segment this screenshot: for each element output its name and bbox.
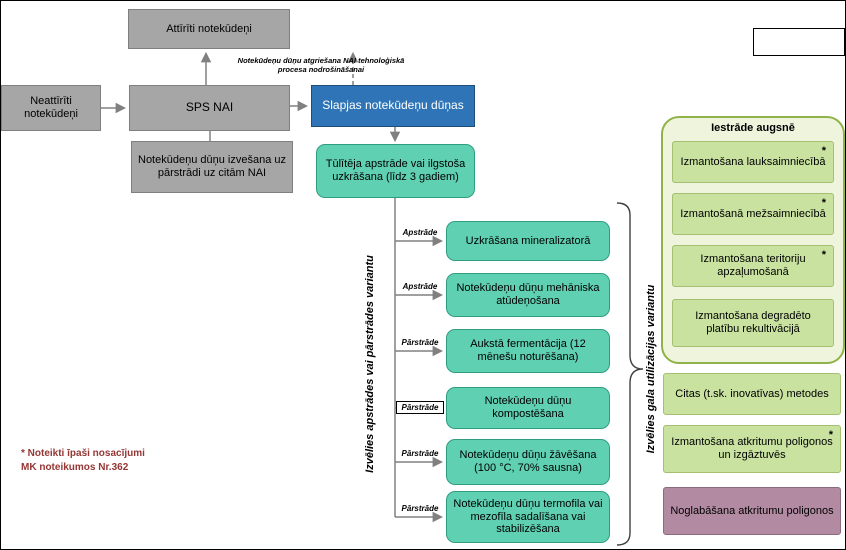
utilization-item-label: Izmantošana atkritumu poligonos un izgāz… <box>671 436 833 461</box>
utilization-item-label: Izmantošanā mežsaimniecībā <box>680 207 826 220</box>
footnote: * Noteikti īpaši nosacījumi MK noteikumo… <box>21 447 181 474</box>
branch-tag: Pārstrāde <box>401 449 439 458</box>
utilization-item-label: Izmantošana degradēto platību rekultivāc… <box>695 310 811 335</box>
node-sps-nai: SPS NAI <box>129 85 290 131</box>
asterisk-mark: * <box>821 197 826 209</box>
node-neattiriti-notekudeni: Neattīrīti notekūdeņi <box>1 85 101 131</box>
process-axis-label: Izvēlies apstrādes vai pārstrādes varian… <box>364 255 376 473</box>
utilization-item: Izmantošana teritoriju apzaļumošanā * <box>672 245 834 287</box>
disposal-item-label: Noglabāšana atkritumu poligonos <box>670 504 834 517</box>
branch-tag: Pārstrāde <box>396 401 444 414</box>
process-item: Aukstā fermentācija (12 mēnešu noturēšan… <box>446 329 610 373</box>
utilization-item-label: Citas (t.sk. inovatīvas) metodes <box>675 387 829 400</box>
process-item: Notekūdeņu dūņu mehāniska atūdeņošana <box>446 273 610 317</box>
asterisk-mark: * <box>828 429 833 441</box>
branch-tag: Pārstrāde <box>401 338 439 347</box>
group-title: Iestrāde augsnē <box>711 122 795 134</box>
return-note-label: Notekūdeņu dūņu atgriešana NAI tehnoloģi… <box>237 56 405 75</box>
process-item: Notekūdeņu dūņu termofila vai mezofīla s… <box>446 491 610 543</box>
branch-tag: Pārstrāde <box>401 504 439 513</box>
node-dunu-izvesana: Notekūdeņu dūņu izvešana uz pārstrādi uz… <box>131 141 293 193</box>
utilization-item: Izmantošana lauksaimniecībā * <box>672 141 834 183</box>
node-attiriti-notekudeni: Attīrīti notekūdeņi <box>128 9 290 49</box>
node-slapjas-dunas: Slapjas notekūdeņu dūņas <box>311 85 475 127</box>
utilization-item-label: Izmantošana teritoriju apzaļumošanā <box>700 253 806 278</box>
utilization-axis-label: Izvēlies gala utilizācijas variantu <box>645 284 657 454</box>
process-item: Notekūdeņu dūņu kompostēšana <box>446 387 610 429</box>
asterisk-mark: * <box>821 249 826 261</box>
process-item: Notekūdeņu dūņu žāvēšana (100 °C, 70% sa… <box>446 439 610 485</box>
utilization-item: Izmantošana degradēto platību rekultivāc… <box>672 299 834 347</box>
utilization-item: Izmantošanā mežsaimniecībā * <box>672 193 834 235</box>
process-item: Uzkrāšana mineralizatorā <box>446 221 610 261</box>
utilization-item: Citas (t.sk. inovatīvas) metodes <box>663 373 841 415</box>
branch-tag: Apstrāde <box>402 228 438 237</box>
utilization-item-label: Izmantošana lauksaimniecībā <box>680 155 826 168</box>
disposal-item: Noglabāšana atkritumu poligonos <box>663 487 841 535</box>
asterisk-mark: * <box>821 145 826 157</box>
utilization-item: Izmantošana atkritumu poligonos un izgāz… <box>663 425 841 473</box>
footnote-line-2: MK noteikumos Nr.362 <box>21 461 129 473</box>
branch-tag: Apstrāde <box>402 282 438 291</box>
node-tuliteja-apstrade: Tūlītēja apstrāde vai ilgstoša uzkrāšana… <box>316 144 475 198</box>
right-brace <box>616 202 644 546</box>
footnote-line-1: * Noteikti īpaši nosacījumi <box>21 448 145 459</box>
blank-legend-box <box>753 28 845 56</box>
